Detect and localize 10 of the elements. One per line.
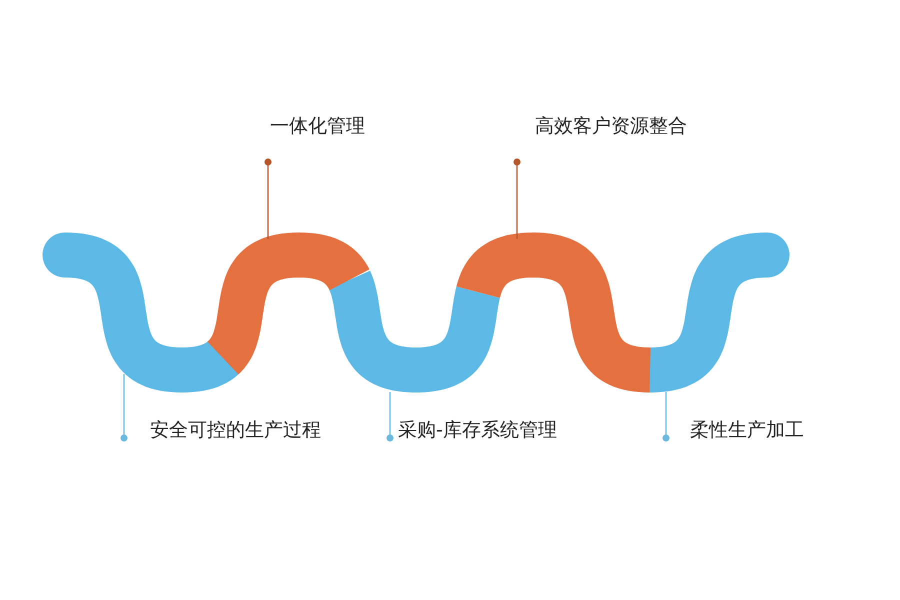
leader-line	[514, 158, 520, 239]
label-text: 一体化管理	[270, 114, 365, 138]
leader-line	[386, 392, 394, 442]
leader-line	[120, 374, 128, 442]
label-text: 采购-库存系统管理	[398, 418, 557, 442]
leader-line	[662, 392, 670, 442]
label-text: 安全可控的生产过程	[150, 418, 321, 442]
label-text: 高效客户资源整合	[535, 114, 687, 138]
leader-line	[264, 158, 272, 239]
label-text: 柔性生产加工	[690, 418, 804, 442]
